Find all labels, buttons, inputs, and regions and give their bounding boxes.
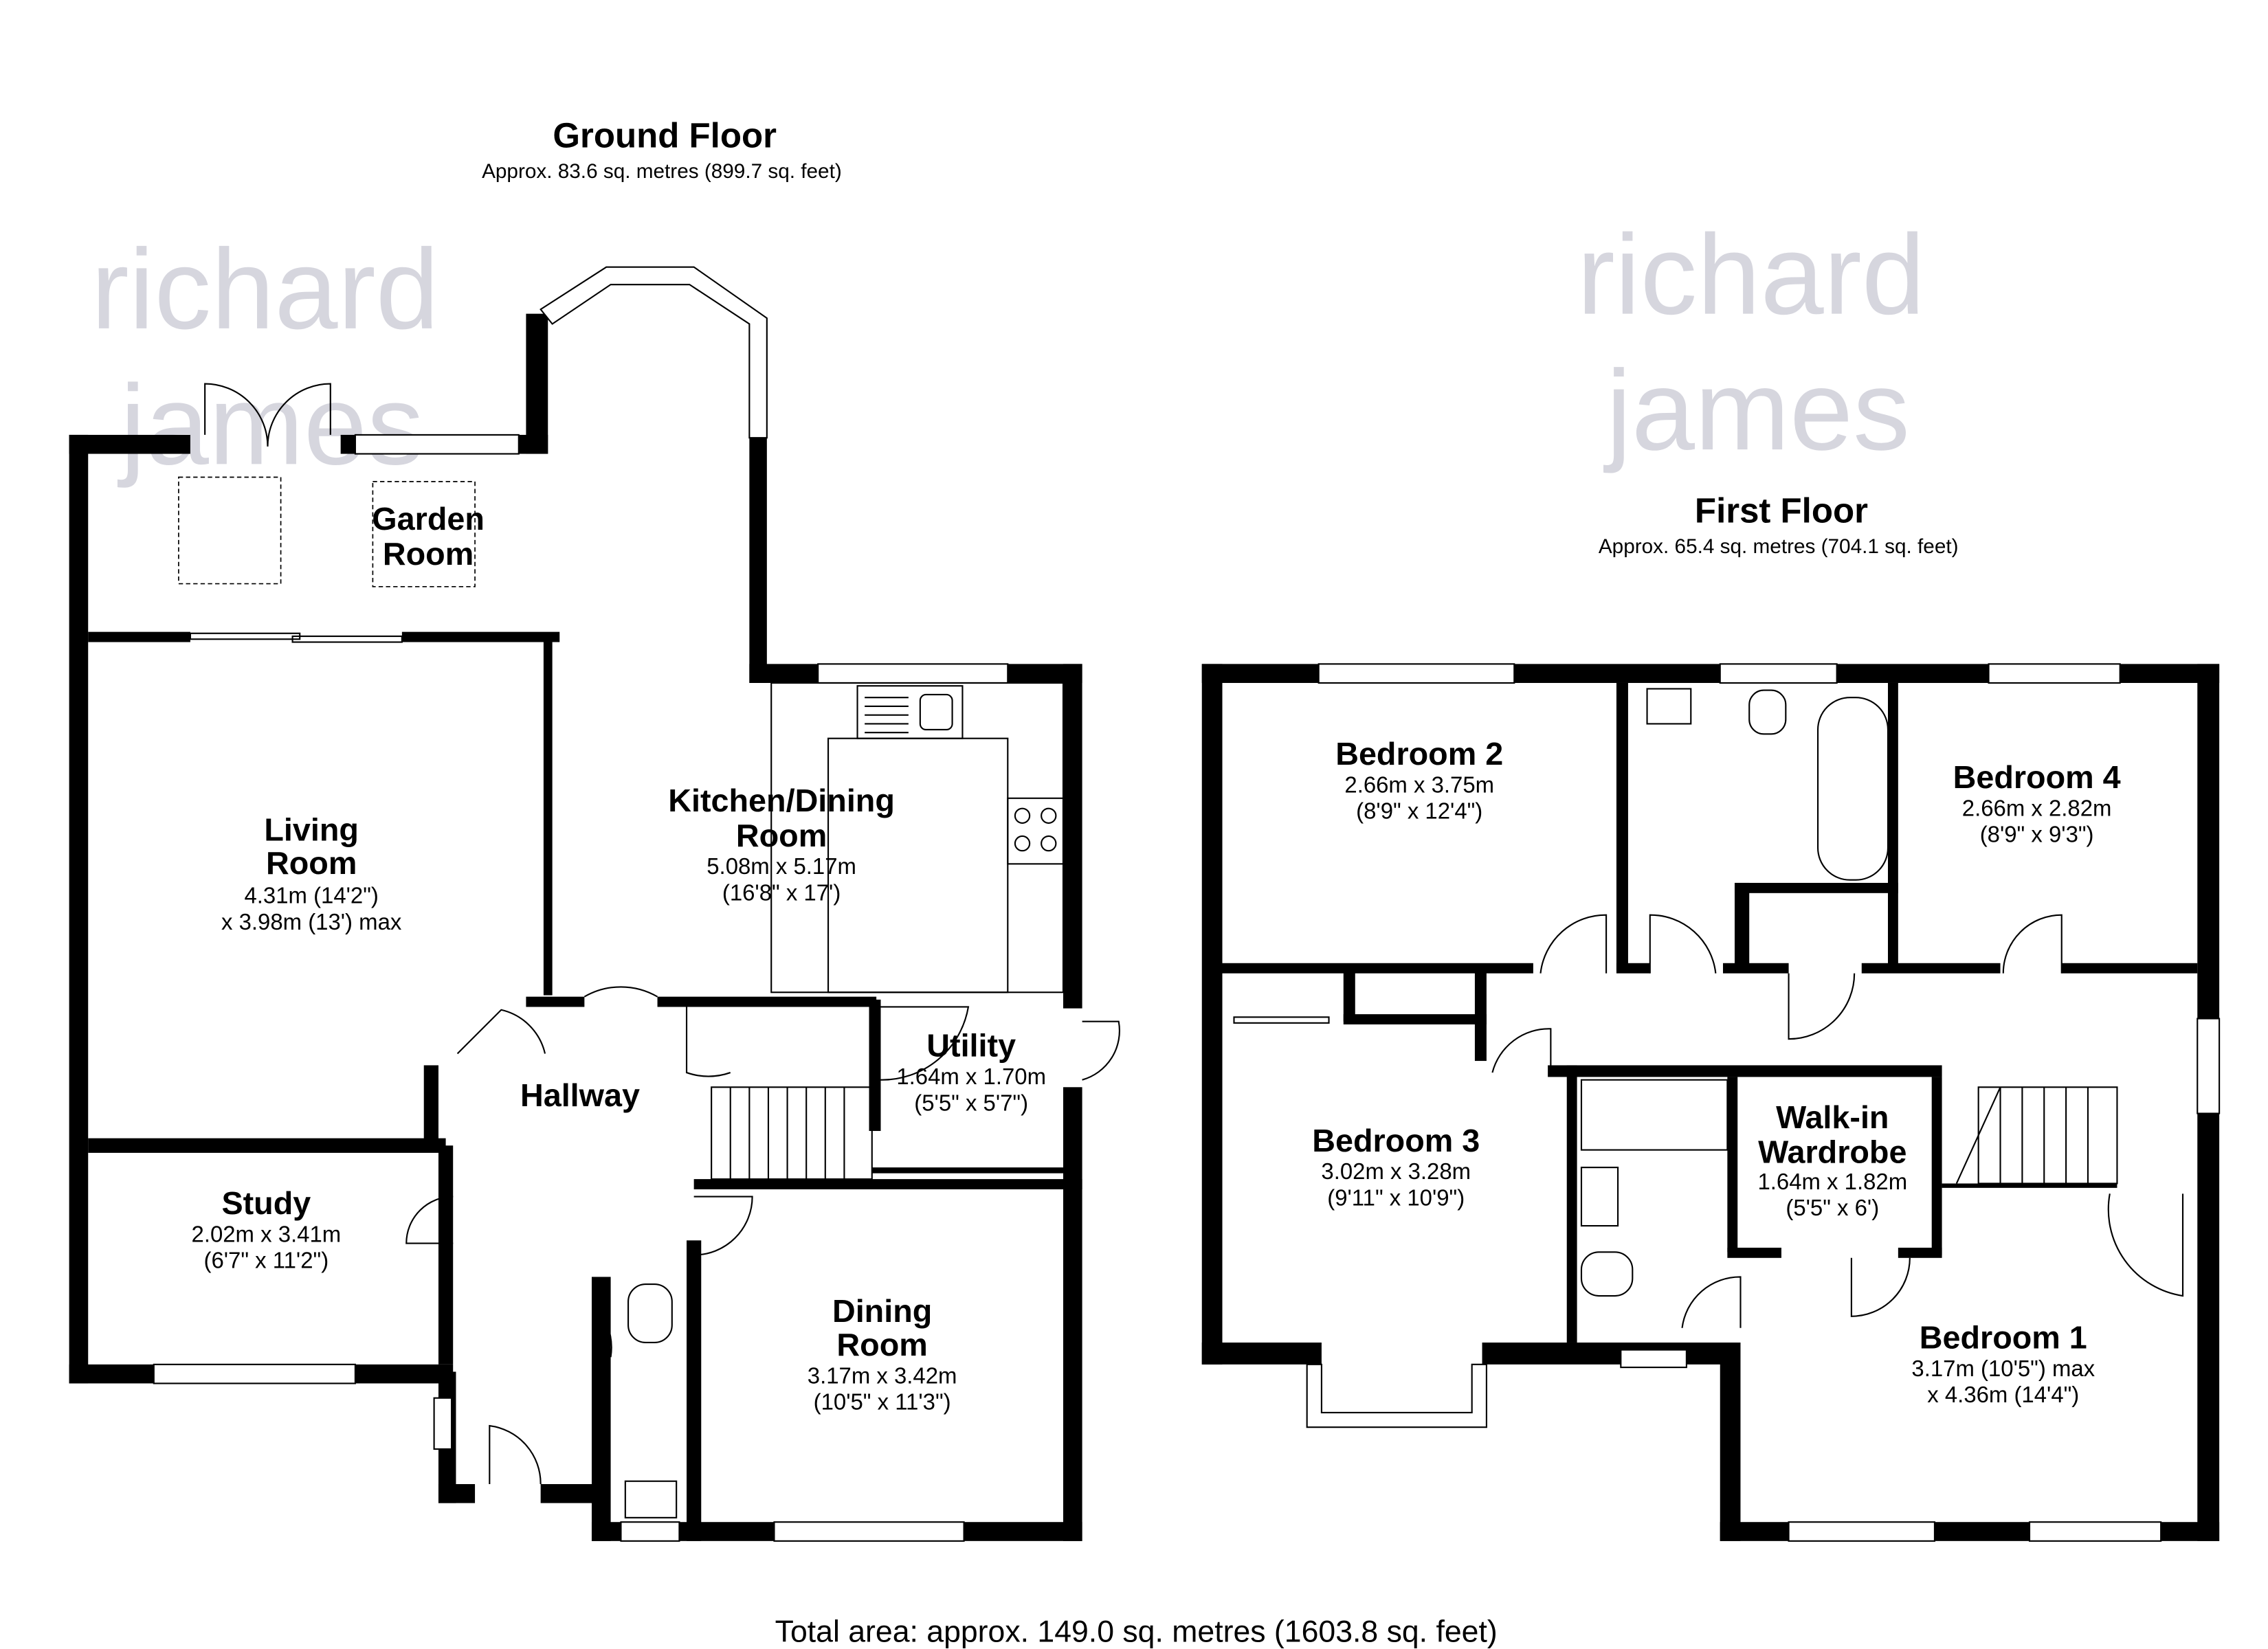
room-bedroom-3: Bedroom 3 3.02m x 3.28m (9'11" x 10'9") <box>1312 1123 1480 1211</box>
room-bedroom-1: Bedroom 1 3.17m (10'5") max x 4.36m (14'… <box>1911 1319 2095 1407</box>
room-name: Dining <box>832 1293 932 1329</box>
first-floor-walls <box>1201 663 2221 1542</box>
room-dims: 2.66m x 3.75m <box>1344 772 1494 797</box>
room-dims: (5'5" x 6') <box>1786 1195 1879 1220</box>
room-dims: (16'8" x 17') <box>722 879 841 905</box>
room-name: Bedroom 3 <box>1312 1123 1480 1158</box>
watermark-line-1: richard <box>91 226 438 353</box>
room-dims: x 4.36m (14'4") <box>1927 1382 2079 1407</box>
room-name: Room <box>836 1327 927 1362</box>
first-floor-area: Approx. 65.4 sq. metres (704.1 sq. feet) <box>1599 535 1959 558</box>
room-dims: 3.02m x 3.28m <box>1321 1158 1471 1184</box>
room-name: Garden <box>372 501 485 537</box>
room-dims: 5.08m x 5.17m <box>707 853 856 879</box>
room-dims: 2.66m x 2.82m <box>1962 795 2112 820</box>
ground-floor-area: Approx. 83.6 sq. metres (899.7 sq. feet) <box>482 160 842 183</box>
room-dims: (6'7" x 11'2") <box>204 1248 329 1273</box>
total-area: Total area: approx. 149.0 sq. metres (16… <box>775 1615 1498 1648</box>
room-dims: (8'9" x 9'3") <box>1980 821 2094 846</box>
room-name: Room <box>266 845 357 881</box>
room-dims: 3.17m x 3.42m <box>808 1362 957 1388</box>
first-floor-title: First Floor <box>1695 491 1868 530</box>
watermark-line-2-first: james <box>1603 347 1910 474</box>
watermark-line-1-first: richard <box>1577 212 1925 339</box>
room-walk-in-wardrobe: Walk-in Wardrobe 1.64m x 1.82m (5'5" x 6… <box>1757 1099 1907 1220</box>
room-dims: 3.17m (10'5") max <box>1911 1356 2095 1381</box>
room-name: Walk-in <box>1776 1099 1889 1135</box>
room-bedroom-2: Bedroom 2 2.66m x 3.75m (8'9" x 12'4") <box>1335 736 1503 824</box>
room-name: Bedroom 4 <box>1953 759 2121 795</box>
room-dims: 2.02m x 3.41m <box>192 1221 342 1246</box>
watermark-line-2: james <box>117 361 424 489</box>
room-name: Utility <box>926 1028 1016 1064</box>
ground-floor-title: Ground Floor <box>553 116 777 155</box>
room-name: Wardrobe <box>1758 1134 1906 1170</box>
room-name: Bedroom 1 <box>1920 1319 2087 1355</box>
room-name: Bedroom 2 <box>1335 736 1503 772</box>
room-dims: (9'11" x 10'9") <box>1327 1185 1465 1210</box>
room-dining-room: Dining Room 3.17m x 3.42m (10'5" x 11'3"… <box>808 1293 957 1414</box>
room-dims: 1.64m x 1.70m <box>896 1064 1046 1089</box>
room-dims: 1.64m x 1.82m <box>1757 1169 1907 1194</box>
room-name: Study <box>221 1185 311 1221</box>
room-kitchen-dining: Kitchen/Dining Room 5.08m x 5.17m (16'8"… <box>668 783 895 906</box>
room-name: Kitchen/Dining <box>668 783 895 818</box>
watermark: richard james richard james <box>91 212 1924 489</box>
room-dims: x 3.98m (13') max <box>221 909 402 934</box>
room-name: Room <box>383 536 474 572</box>
room-dims: (8'9" x 12'4") <box>1356 798 1482 824</box>
room-garden-room: Garden Room <box>372 501 485 572</box>
room-study: Study 2.02m x 3.41m (6'7" x 11'2") <box>192 1185 342 1273</box>
room-dims: (10'5" x 11'3") <box>814 1389 951 1415</box>
room-name: Room <box>736 818 827 853</box>
ground-floor-walls <box>69 266 1120 1542</box>
room-utility: Utility 1.64m x 1.70m (5'5" x 5'7") <box>896 1028 1046 1116</box>
room-dims: 4.31m (14'2") <box>244 883 378 908</box>
room-dims: (5'5" x 5'7") <box>914 1090 1028 1115</box>
room-bedroom-4: Bedroom 4 2.66m x 2.82m (8'9" x 9'3") <box>1953 759 2121 847</box>
room-living-room: Living Room 4.31m (14'2") x 3.98m (13') … <box>221 811 402 934</box>
room-name: Hallway <box>520 1077 640 1113</box>
room-name: Living <box>264 811 359 847</box>
room-hallway: Hallway <box>520 1077 640 1113</box>
